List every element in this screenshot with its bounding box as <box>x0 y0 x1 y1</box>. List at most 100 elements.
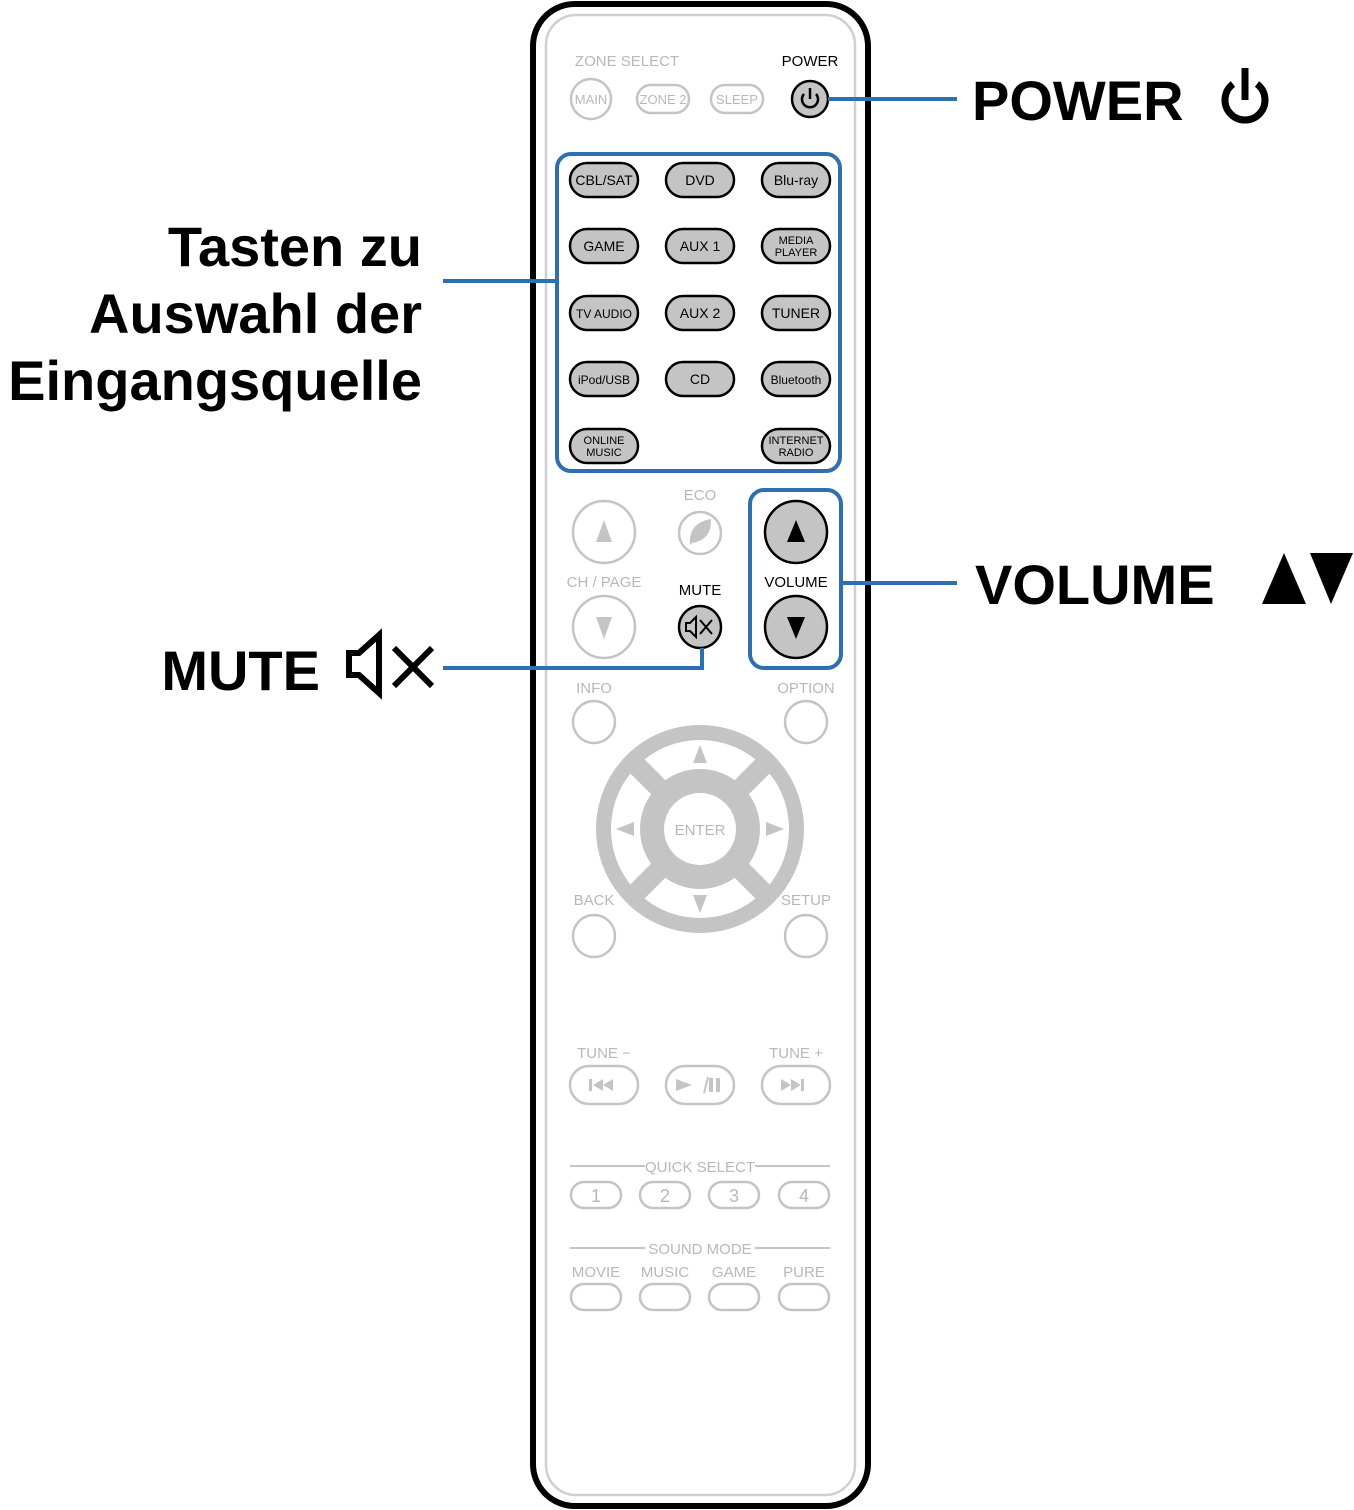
zone2-button[interactable]: ZONE 2 <box>635 83 691 115</box>
enter-label: ENTER <box>675 822 726 839</box>
input-button[interactable]: TUNER <box>760 294 832 332</box>
power-label: POWER <box>782 53 839 70</box>
quick-select-button[interactable]: 2 <box>638 1180 692 1210</box>
sound-mode-button[interactable] <box>707 1282 761 1312</box>
input-button-label: CD <box>690 371 710 387</box>
svg-text:MUSIC: MUSIC <box>586 447 622 459</box>
sound-mode-label: SOUND MODE <box>648 1241 751 1258</box>
input-button[interactable]: AUX 2 <box>664 294 736 332</box>
mute-icon <box>346 628 435 700</box>
setup-label: SETUP <box>781 892 831 909</box>
input-button[interactable]: CBL/SAT <box>568 161 640 199</box>
input-button-label: GAME <box>583 238 624 254</box>
input-button[interactable]: TV AUDIO <box>568 294 640 332</box>
input-button-label: CBL/SAT <box>575 172 633 188</box>
dpad-up-icon <box>693 745 707 763</box>
back-label: BACK <box>574 892 615 909</box>
option-label: OPTION <box>777 680 835 697</box>
previous-button[interactable] <box>568 1064 640 1106</box>
input-button-label: Blu-ray <box>774 172 818 188</box>
quick-select-button[interactable]: 4 <box>777 1180 831 1210</box>
sound-mode-label: MUSIC <box>641 1264 690 1281</box>
svg-text:RADIO: RADIO <box>779 447 814 459</box>
input-button[interactable]: GAME <box>568 227 640 265</box>
sound-mode-label: GAME <box>712 1264 756 1281</box>
back-button[interactable] <box>571 913 617 959</box>
volume-up-button[interactable] <box>763 499 829 565</box>
play-pause-button[interactable] <box>664 1064 736 1106</box>
info-button[interactable] <box>571 699 617 745</box>
input-callout-line1: Tasten zu <box>168 215 422 278</box>
volume-label: VOLUME <box>764 574 827 591</box>
next-button[interactable] <box>760 1064 832 1106</box>
sound-mode-button[interactable] <box>777 1282 831 1312</box>
up-arrow-icon <box>596 520 612 542</box>
input-button-label: TV AUDIO <box>576 307 632 321</box>
power-icon <box>800 88 820 109</box>
ch-down-button[interactable] <box>571 594 637 660</box>
leaf-icon <box>689 519 712 545</box>
info-label: INFO <box>576 680 612 697</box>
ch-page-label: CH / PAGE <box>567 574 642 591</box>
sound-mode-button[interactable] <box>638 1282 692 1312</box>
down-arrow-icon <box>596 617 612 639</box>
up-arrow-icon <box>787 520 805 542</box>
input-source-highlight <box>555 152 842 473</box>
input-button[interactable]: CD <box>664 360 736 398</box>
mute-icon <box>685 614 713 640</box>
dpad-right-icon <box>766 822 784 836</box>
volume-callout: VOLUME <box>975 553 1215 616</box>
volume-down-button[interactable] <box>763 594 829 660</box>
volume-up-down-icon <box>1262 553 1353 604</box>
tune-plus-label: TUNE + <box>769 1045 823 1062</box>
input-button[interactable]: Bluetooth <box>760 360 832 398</box>
sleep-button[interactable]: SLEEP <box>709 83 765 115</box>
svg-text:INTERNET: INTERNET <box>769 435 824 447</box>
mute-button[interactable] <box>677 604 723 650</box>
power-icon <box>1221 68 1269 124</box>
sound-mode-button[interactable] <box>569 1282 623 1312</box>
down-arrow-icon <box>787 617 805 639</box>
input-button-label: Bluetooth <box>771 373 822 387</box>
main-button[interactable]: MAIN <box>569 77 613 121</box>
input-button[interactable]: DVD <box>664 161 736 199</box>
volume-highlight <box>748 488 843 670</box>
input-button-label: AUX 1 <box>680 238 721 254</box>
sound-mode-label: MOVIE <box>572 1264 620 1281</box>
input-button-label: PLAYER <box>775 247 818 259</box>
dpad[interactable]: ENTER <box>556 685 844 973</box>
ch-up-button[interactable] <box>571 499 637 565</box>
power-callout: POWER <box>972 69 1184 132</box>
quick-select-number: 1 <box>591 1186 601 1206</box>
input-button[interactable]: Blu-ray <box>760 161 832 199</box>
svg-text:MAIN: MAIN <box>575 92 608 107</box>
quick-select-button[interactable]: 1 <box>569 1180 623 1210</box>
eco-button[interactable] <box>677 510 723 556</box>
svg-text:ZONE 2: ZONE 2 <box>640 92 687 107</box>
input-callout-line3: Eingangsquelle <box>8 349 422 412</box>
dpad-left-icon <box>616 822 634 836</box>
quick-select-number: 4 <box>799 1186 809 1206</box>
power-button[interactable] <box>790 79 830 119</box>
quick-select-button[interactable]: 3 <box>707 1180 761 1210</box>
mute-label: MUTE <box>679 582 722 599</box>
enter-button[interactable] <box>664 793 736 865</box>
eco-label: ECO <box>684 487 717 504</box>
tune-minus-label: TUNE − <box>577 1045 631 1062</box>
input-button-label: DVD <box>685 172 715 188</box>
mute-callout-line <box>443 648 704 670</box>
input-button[interactable]: iPod/USB <box>568 360 640 398</box>
input-button[interactable]: AUX 1 <box>664 227 736 265</box>
skip-forward-icon <box>781 1079 804 1091</box>
svg-text:ONLINE: ONLINE <box>584 435 625 447</box>
option-button[interactable] <box>783 699 829 745</box>
setup-button[interactable] <box>783 913 829 959</box>
sound-mode-label: PURE <box>783 1264 825 1281</box>
quick-select-label: QUICK SELECT <box>645 1159 755 1176</box>
svg-text:SLEEP: SLEEP <box>716 92 758 107</box>
input-button-label: iPod/USB <box>578 373 630 387</box>
